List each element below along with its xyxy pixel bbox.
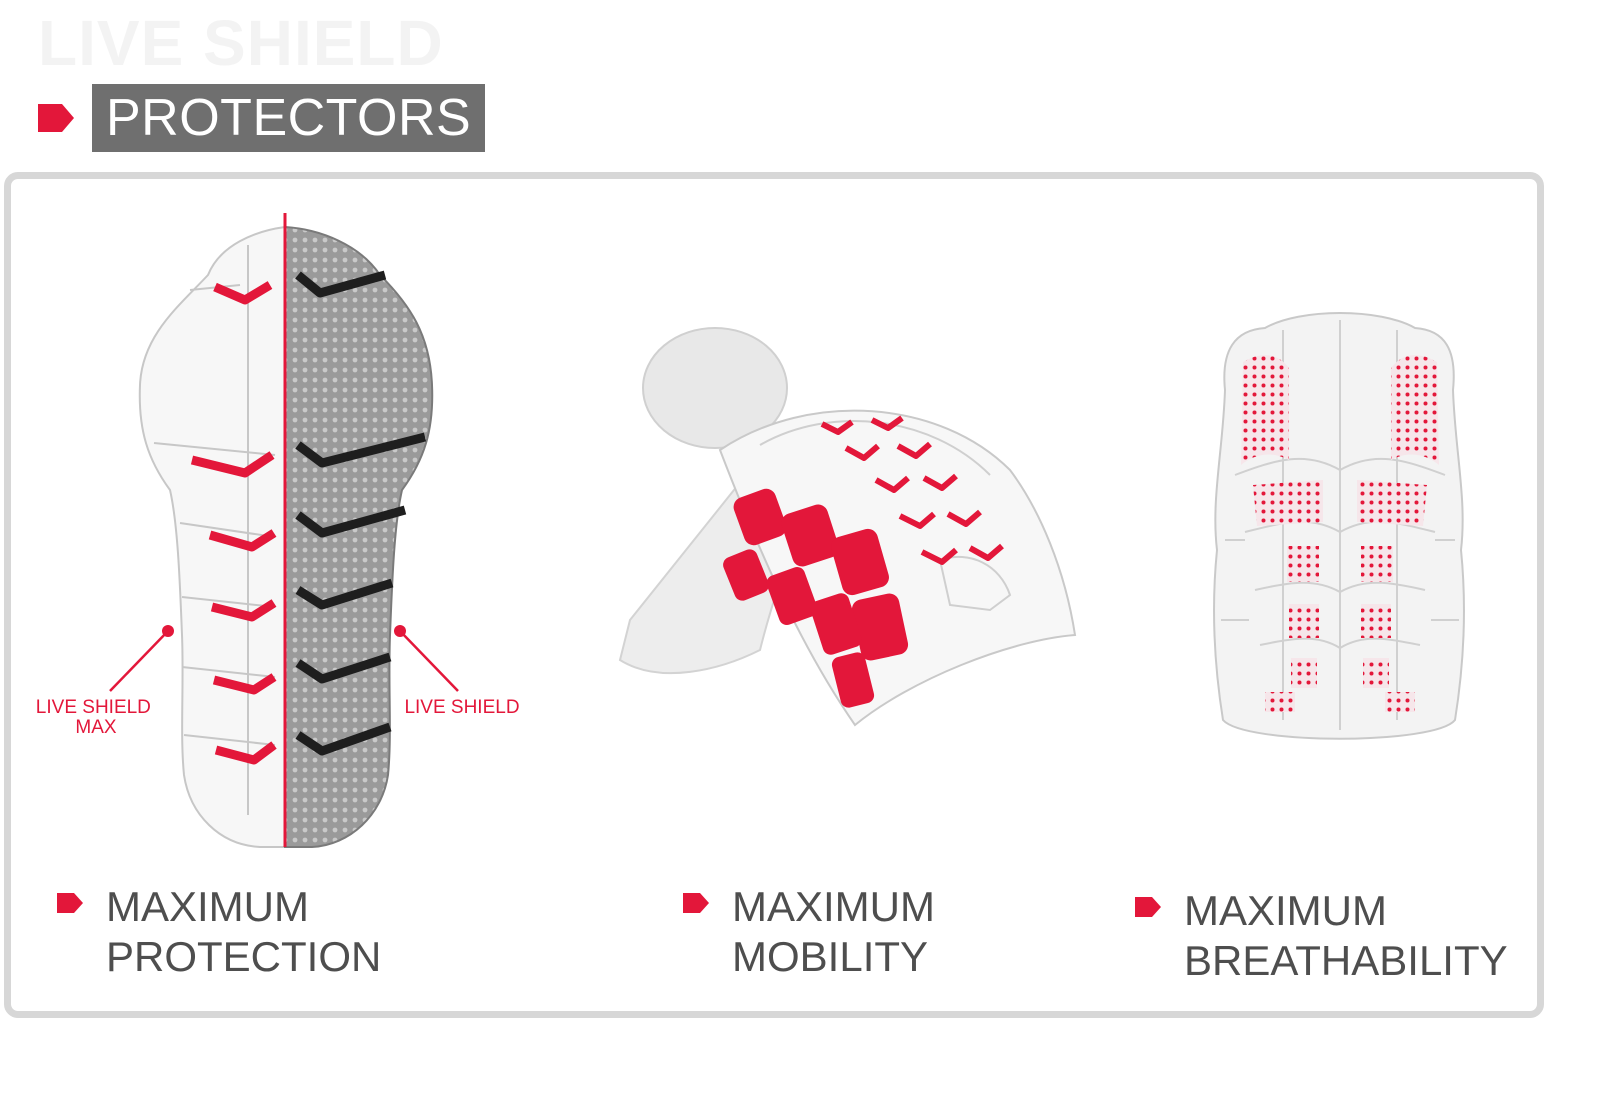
feature-protection: MAXIMUM PROTECTION <box>56 882 381 982</box>
feature-breathability: MAXIMUM BREATHABILITY <box>1134 886 1508 986</box>
feature-mobility-line2: MOBILITY <box>732 933 929 980</box>
breathability-illustration <box>1213 312 1465 740</box>
feature-protection-line2: PROTECTION <box>106 933 382 980</box>
callout-live-shield: LIVE SHIELD <box>404 697 519 718</box>
brand-watermark: LIVE SHIELD <box>38 7 444 79</box>
feature-breathability-label: MAXIMUM BREATHABILITY <box>1184 886 1508 986</box>
red-tag-marker-icon <box>1135 897 1161 917</box>
mobility-illustration <box>618 327 1077 727</box>
callout-live-shield-max: LIVE SHIELD MAX <box>36 697 156 738</box>
red-tag-marker-icon <box>38 104 74 132</box>
feature-breathability-line2: BREATHABILITY <box>1184 937 1508 984</box>
section-title: PROTECTORS <box>92 84 486 152</box>
feature-breathability-line1: MAXIMUM <box>1184 887 1387 934</box>
feature-protection-label: MAXIMUM PROTECTION <box>106 882 381 982</box>
feature-mobility-line1: MAXIMUM <box>732 883 935 930</box>
red-tag-marker-icon <box>683 893 709 913</box>
feature-protection-line1: MAXIMUM <box>106 883 309 930</box>
spine-protector-illustration: LIVE SHIELD MAX LIVE SHIELD <box>36 213 520 848</box>
section-header: PROTECTORS <box>36 84 486 152</box>
feature-mobility: MAXIMUM MOBILITY <box>682 882 935 982</box>
red-tag-marker-icon <box>57 893 83 913</box>
callout-left-line2: MAX <box>75 717 117 738</box>
feature-mobility-label: MAXIMUM MOBILITY <box>732 882 935 982</box>
callout-left-line1: LIVE SHIELD <box>36 697 151 718</box>
